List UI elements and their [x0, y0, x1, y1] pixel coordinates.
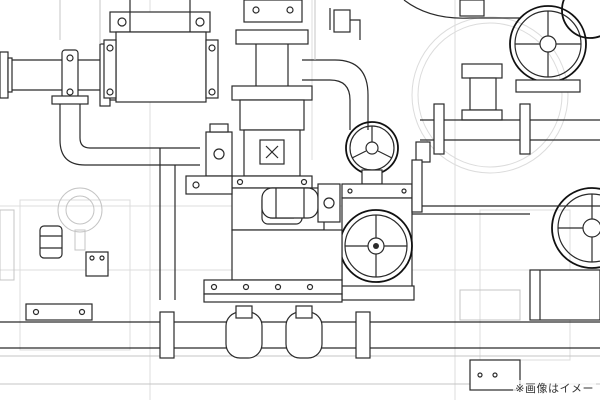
handwheel-upper	[341, 121, 413, 199]
upper-valve-box	[59, 0, 219, 103]
handwheel-lower	[339, 197, 415, 301]
bottom-header-pipe	[0, 303, 600, 385]
right-upper-handwheel	[509, 0, 600, 93]
top-right-pipe	[302, 0, 520, 130]
image-note-caption: ※画像はイメー	[513, 380, 596, 396]
left-bent-pipe	[51, 95, 200, 300]
right-valve-stack	[415, 0, 600, 163]
small-side-valve	[185, 123, 233, 195]
left-gauge	[0, 187, 109, 281]
right-mid-fittings	[411, 159, 600, 391]
right-lower-handwheel	[529, 187, 600, 321]
horizontal-actuator	[261, 183, 341, 223]
main-valve-body	[203, 229, 343, 303]
